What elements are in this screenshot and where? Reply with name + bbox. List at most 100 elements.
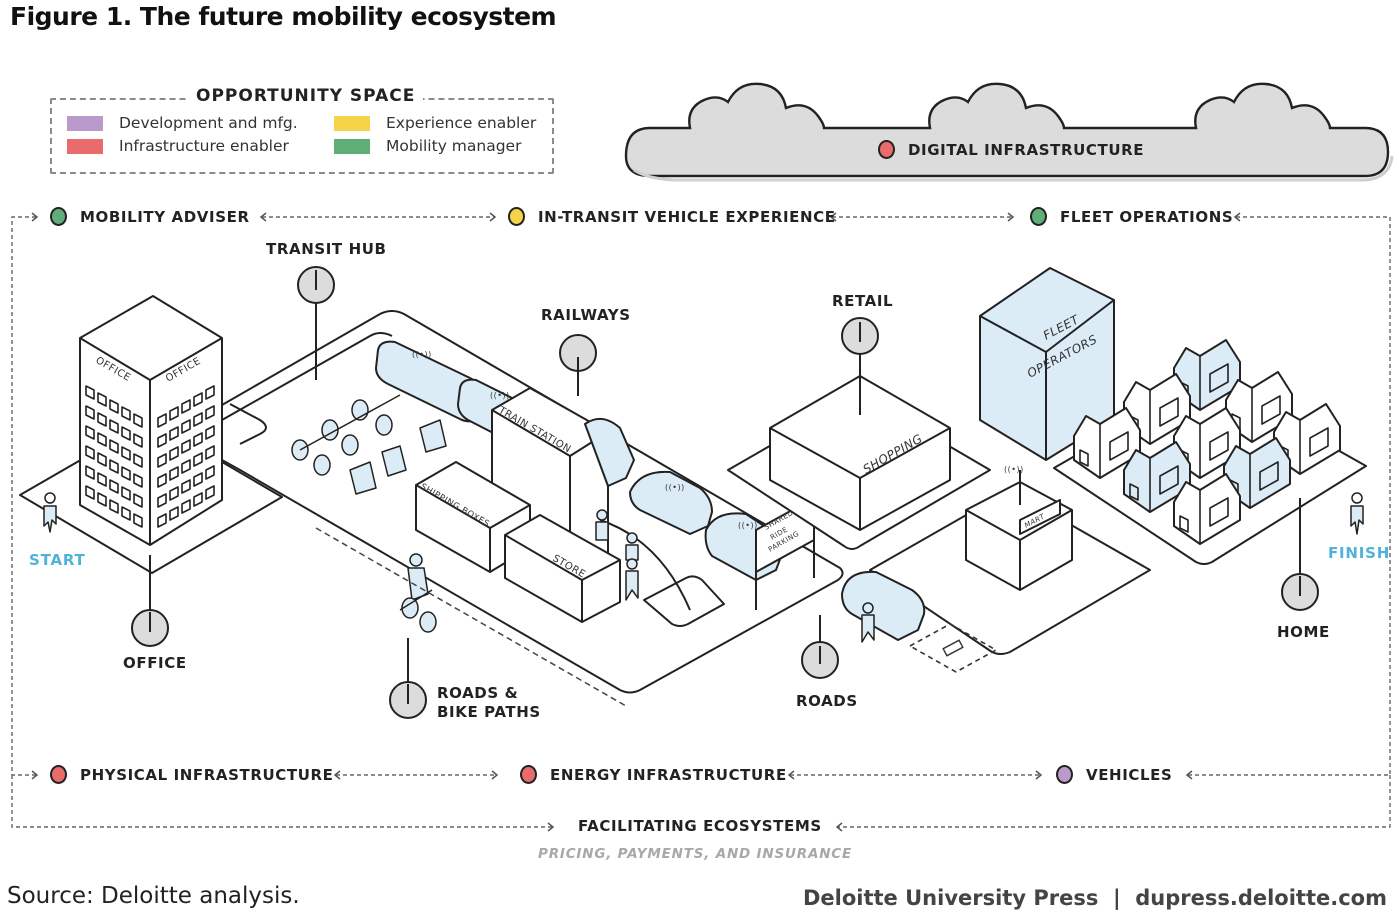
node-vehicles: VEHICLES: [1056, 765, 1172, 784]
arrow-head-icon: [787, 770, 795, 780]
arrow-head-icon: [829, 212, 837, 222]
office-window: [133, 413, 143, 428]
roads-bike-paths-label-1: ROADS &: [437, 684, 519, 702]
arrow-head-icon: [547, 822, 555, 832]
office-window: [133, 493, 143, 508]
right-loop-connector: [1188, 216, 1391, 776]
legend-item-mobility: Mobility manager: [334, 137, 521, 155]
office-plot: OFFICE OFFICE: [19, 295, 283, 647]
house-icon: [1173, 407, 1241, 479]
opportunity-space-legend: OPPORTUNITY SPACE Development and mfg. I…: [50, 86, 554, 174]
house-detail: [1179, 490, 1229, 544]
yellow-dot-icon: [508, 207, 525, 226]
home-label: HOME: [1277, 623, 1330, 641]
wifi-icon: ((•)): [738, 521, 758, 530]
office-window: [133, 473, 143, 488]
house-icon: [1173, 339, 1241, 411]
node-label: FLEET OPERATIONS: [1060, 207, 1234, 226]
office-window: [157, 513, 167, 528]
office-window: [169, 486, 179, 501]
house-detail: [1079, 424, 1129, 478]
office-window: [109, 459, 119, 474]
transit-hub-label: TRANSIT HUB: [266, 240, 387, 258]
roads-label: ROADS: [796, 692, 858, 710]
figure-title: Figure 1. The future mobility ecosystem: [10, 2, 557, 31]
office-window: [181, 479, 191, 494]
node-energy-infrastructure: ENERGY INFRASTRUCTURE: [520, 765, 787, 784]
purple-dot-icon: [1056, 765, 1073, 784]
office-window: [85, 465, 95, 480]
facilitating-ecosystems-label: FACILITATING ECOSYSTEMS: [578, 817, 822, 835]
office-window: [85, 485, 95, 500]
office-window: [109, 419, 119, 434]
office-window: [193, 392, 203, 407]
office-window: [193, 412, 203, 427]
office-window: [121, 466, 131, 481]
office-window: [181, 399, 191, 414]
red-dot-icon: [878, 140, 895, 159]
finish-person-icon: [1350, 492, 1364, 535]
office-window: [193, 432, 203, 447]
office-window: [97, 472, 107, 487]
house-icon: [1173, 473, 1241, 545]
arrow-head-icon: [259, 212, 267, 222]
office-window: [169, 446, 179, 461]
retail-plot: SHOPPING MART ((•)) FLEET OPERATORS: [727, 267, 1151, 673]
red-dot-icon: [50, 765, 67, 784]
arrow-head-icon: [31, 212, 39, 222]
legend-item-development: Development and mfg.: [67, 114, 298, 132]
railways-label: RAILWAYS: [541, 306, 631, 324]
office-window: [181, 419, 191, 434]
left-loop-connector: [11, 216, 36, 776]
arrow-head-icon: [1233, 212, 1241, 222]
bike-share-icons: [291, 394, 401, 476]
office-window: [205, 465, 215, 480]
charging-spot: [908, 623, 998, 673]
legend-title: OPPORTUNITY SPACE: [188, 86, 424, 106]
retail-label: RETAIL: [832, 292, 894, 310]
office-window: [157, 473, 167, 488]
facilitating-sublabel: PRICING, PAYMENTS, AND INSURANCE: [538, 846, 853, 862]
cyclist-icon: [399, 553, 437, 633]
legend-label: Infrastructure enabler: [119, 137, 289, 155]
scooter-icons: [349, 419, 447, 495]
office-window: [181, 439, 191, 454]
green-dot-icon: [50, 207, 67, 226]
house-icon: [1123, 441, 1191, 513]
house-icon: [1073, 407, 1141, 479]
legend-item-experience: Experience enabler: [334, 114, 536, 132]
office-label: OFFICE: [123, 654, 187, 672]
office-window: [121, 406, 131, 421]
wifi-icon: ((•)): [490, 391, 510, 400]
office-window: [181, 459, 191, 474]
office-window: [97, 492, 107, 507]
wifi-icon: ((•)): [665, 483, 685, 492]
office-window: [121, 486, 131, 501]
node-mobility-adviser: MOBILITY ADVISER: [50, 207, 250, 226]
office-window: [85, 425, 95, 440]
office-window: [121, 506, 131, 521]
arrow-head-icon: [1035, 770, 1043, 780]
purple-swatch: [67, 115, 103, 131]
office-window: [193, 452, 203, 467]
office-window: [109, 499, 119, 514]
office-window: [193, 472, 203, 487]
office-window: [205, 385, 215, 400]
arrow-head-icon: [835, 822, 843, 832]
arrow-head-icon: [489, 212, 497, 222]
office-window: [181, 499, 191, 514]
arrow-head-icon: [333, 770, 341, 780]
yellow-swatch: [334, 115, 370, 131]
house-icon: [1273, 403, 1341, 475]
legend-label: Experience enabler: [386, 114, 537, 132]
office-window: [169, 406, 179, 421]
legend-item-infrastructure: Infrastructure enabler: [67, 137, 289, 155]
autonomous-car: [629, 470, 713, 535]
facilitating-right-connector: [838, 775, 1391, 828]
house-icon: [1123, 373, 1191, 445]
wifi-icon: ((•)): [412, 350, 432, 359]
node-label: ENERGY INFRASTRUCTURE: [550, 765, 787, 784]
office-window: [205, 485, 215, 500]
finish-label: FINISH: [1328, 544, 1391, 562]
